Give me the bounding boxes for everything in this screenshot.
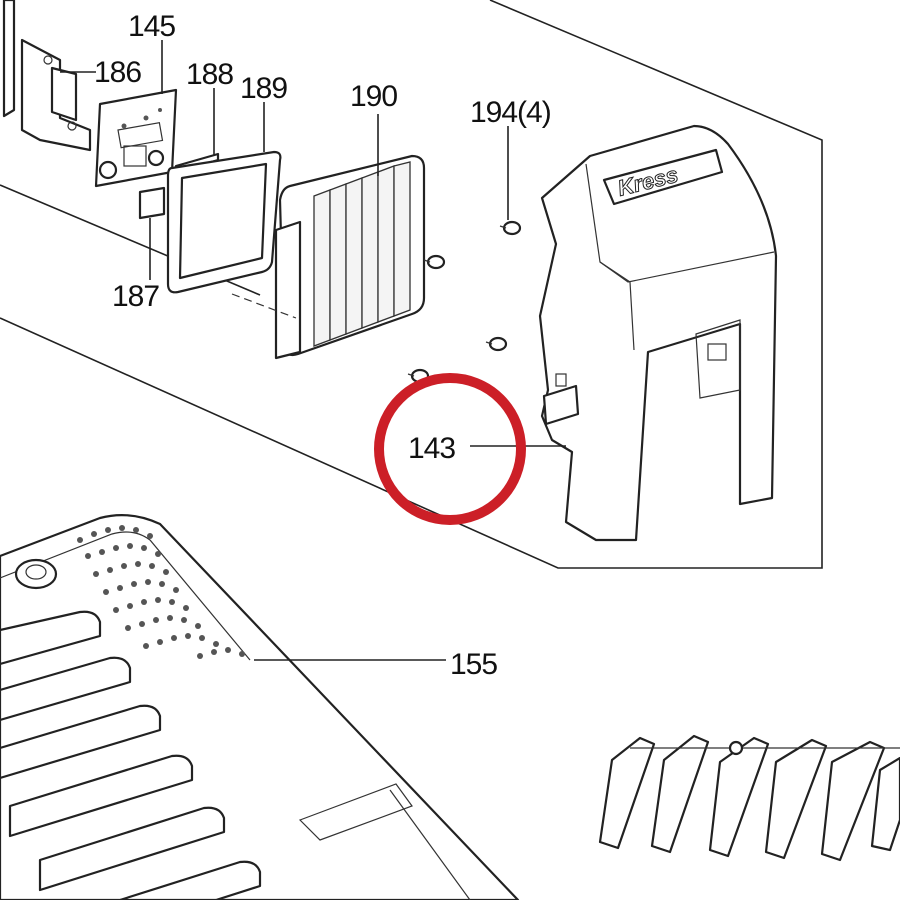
chassis-holes — [77, 525, 245, 659]
peg-icon — [650, 734, 710, 854]
callout-190: 190 — [350, 80, 397, 113]
part-189-gasket — [166, 150, 282, 294]
callout-194: 194(4) — [470, 96, 551, 129]
screw-icon — [423, 254, 446, 270]
part-155-base — [0, 513, 520, 900]
heatsink-fins — [313, 161, 411, 347]
ground-pegs — [598, 734, 900, 862]
part-194-screws — [407, 220, 522, 384]
part-187-pad — [138, 186, 166, 220]
screw-icon — [499, 220, 522, 236]
peg-icon — [764, 738, 828, 860]
highlight-circle — [374, 373, 526, 525]
callout-labels: 145 186 188 189 190 194(4) 187 143 155 — [94, 10, 552, 681]
peg-icon — [598, 736, 656, 850]
chassis-slots — [0, 610, 262, 900]
part-bracket-left — [2, 0, 92, 152]
part-143-cover: Kress — [538, 124, 778, 542]
callout-187: 187 — [112, 280, 159, 313]
chassis-knob — [14, 558, 58, 590]
callout-155: 155 — [450, 648, 497, 681]
callout-145: 145 — [128, 10, 175, 43]
peg-icon — [820, 740, 886, 862]
peg-icon — [870, 756, 900, 852]
peg-icon — [708, 736, 770, 858]
part-145-circuit-board — [94, 88, 178, 188]
leader-lines — [60, 40, 566, 661]
callout-186: 186 — [94, 56, 141, 89]
callout-189: 189 — [240, 72, 287, 105]
screw-icon — [485, 336, 508, 352]
callout-188: 188 — [186, 58, 233, 91]
part-190-heatsink — [231, 154, 426, 360]
callout-143: 143 — [408, 432, 455, 465]
